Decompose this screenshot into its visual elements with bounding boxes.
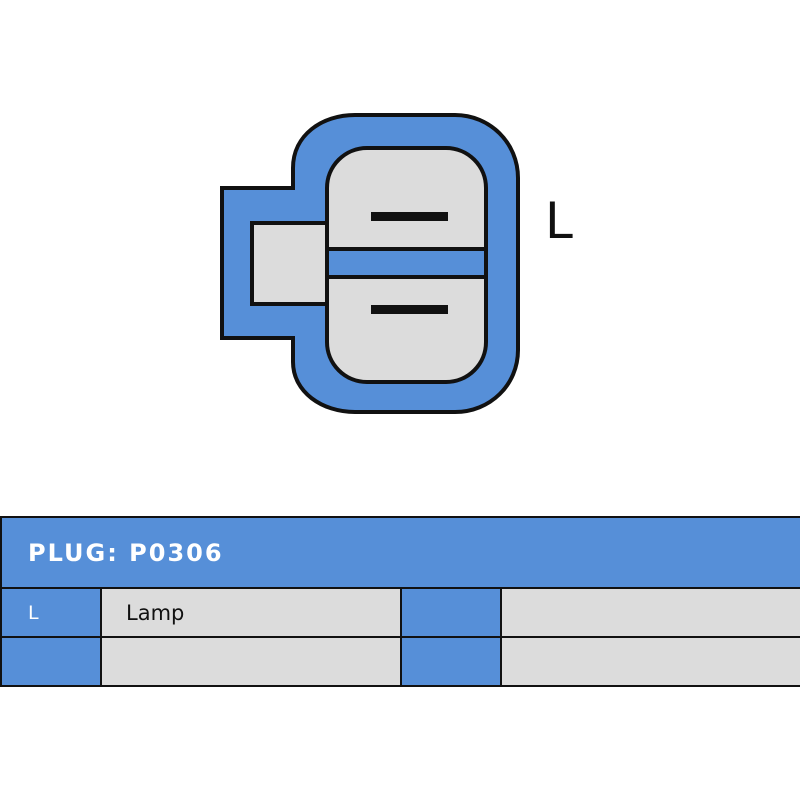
pin-code-cell [400,636,502,687]
pin-label: L [545,192,573,250]
terminal-blade-upper [371,212,448,221]
center-divider [325,247,488,279]
table-row: L Lamp [0,587,800,638]
connector-diagram: L [220,113,573,414]
pin-description-cell [500,587,800,638]
pin-code-cell: L [0,587,102,638]
pin-description-cell [100,636,402,687]
plug-title: PLUG: P0306 [0,516,800,589]
latch-window [250,221,330,306]
pinout-table: PLUG: P0306 L Lamp [0,516,800,687]
pin-code-cell [400,587,502,638]
table-row [0,636,800,687]
pin-description-cell [500,636,800,687]
pin-description-cell: Lamp [100,587,402,638]
terminal-blade-lower [371,305,448,314]
table-header-row: PLUG: P0306 [0,516,800,589]
pin-code-cell [0,636,102,687]
